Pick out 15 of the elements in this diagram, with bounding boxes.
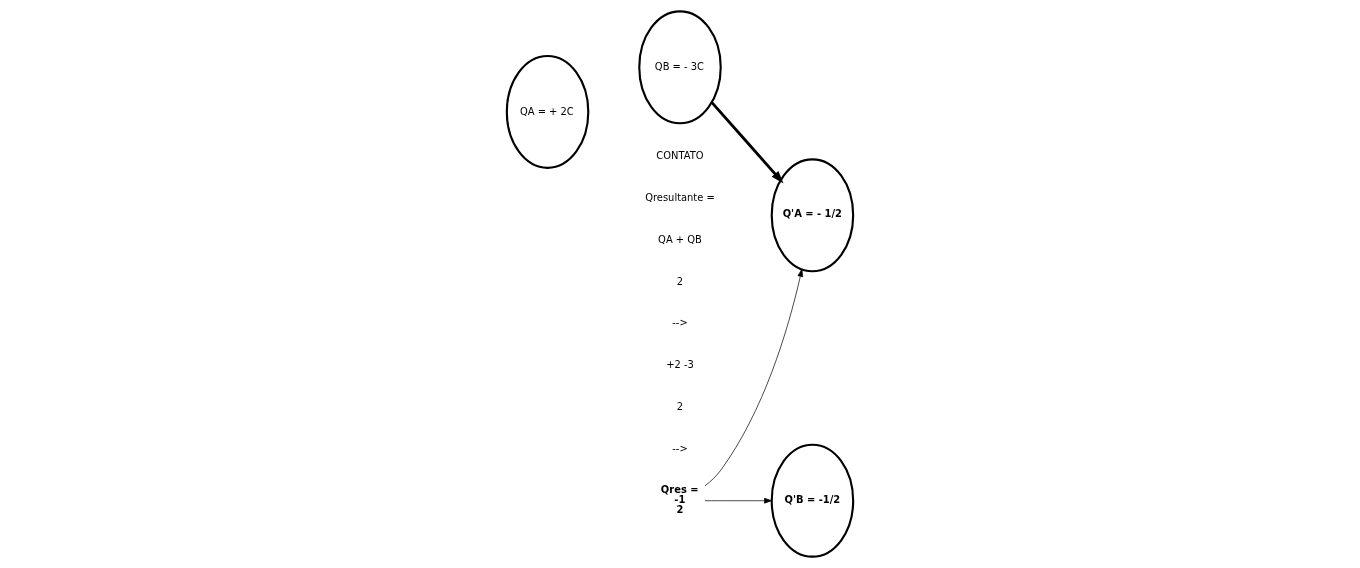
node-ellipse: Q'B = -1/2 <box>770 443 855 558</box>
label: CONTATO <box>656 150 704 162</box>
label: 2 <box>676 275 684 287</box>
arrow <box>704 269 804 487</box>
node-text: Qres = -1 2 <box>660 484 699 515</box>
label: 2 <box>676 400 684 412</box>
label: --> <box>672 442 688 454</box>
label: Qresultante = <box>645 191 715 203</box>
arrow <box>710 101 784 184</box>
label: --> <box>672 317 688 329</box>
node-ellipse: QA = + 2C <box>505 54 590 169</box>
arrow <box>704 497 772 504</box>
label: QA + QB <box>658 233 702 245</box>
label: +2 -3 <box>666 359 694 371</box>
node-ellipse: QB = - 3C <box>638 10 722 125</box>
